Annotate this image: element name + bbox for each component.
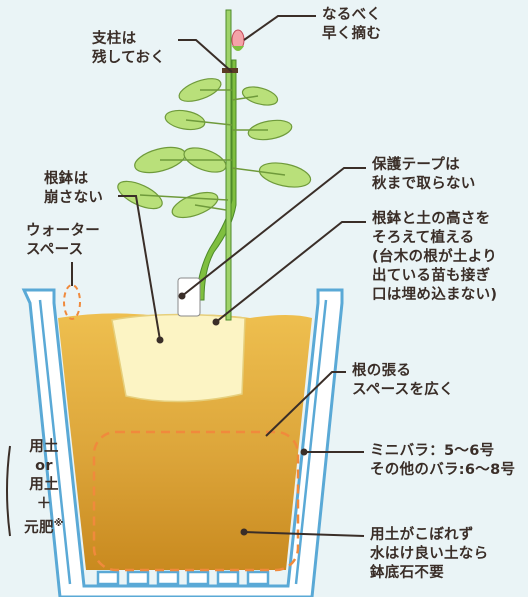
leader-tsubomi bbox=[243, 15, 316, 41]
soil-mix-text: 用土 or 用土 ＋ 元肥 bbox=[24, 439, 59, 536]
root-zone-dashed bbox=[92, 430, 300, 572]
leaves bbox=[117, 78, 312, 219]
leader-nebachi bbox=[118, 195, 161, 341]
soil bbox=[58, 313, 312, 570]
root-ball bbox=[111, 313, 246, 403]
label-drainage: 用土がこぼれず 水はけ良い土なら 鉢底石不要 bbox=[370, 527, 489, 581]
label-root-space: 根の張る スペースを広く bbox=[352, 363, 454, 398]
pot-drainage-holes bbox=[96, 570, 270, 586]
pot-inner-wall bbox=[38, 299, 328, 585]
pot bbox=[21, 288, 344, 597]
leader-height bbox=[215, 221, 366, 323]
label-height: 根鉢と土の高さを そろえて植える (台木の根が土より 出ている苗も接ぎ 口は埋め… bbox=[372, 211, 498, 303]
label-shichu: 支柱は 残しておく bbox=[92, 31, 166, 66]
soil-mix-bracket bbox=[6, 445, 11, 537]
label-soil-mix: 用土 or 用土 ＋ 元肥※ bbox=[18, 438, 70, 538]
leader-lines bbox=[71, 15, 366, 537]
support-stake bbox=[225, 9, 232, 321]
label-pot-size: ミニバラ：5～6号 その他のバラ:6～8号 bbox=[370, 443, 516, 478]
label-nebachi: 根鉢は 崩さない bbox=[44, 171, 104, 206]
label-water-space: ウォーター スペース bbox=[26, 223, 100, 258]
rose-plant bbox=[117, 9, 312, 321]
leader-root bbox=[265, 371, 346, 437]
leader-drain bbox=[243, 531, 365, 537]
stem bbox=[195, 59, 237, 301]
soil-mix-note: ※ bbox=[53, 518, 64, 529]
leader-tape bbox=[181, 167, 366, 297]
water-space-marker bbox=[63, 284, 81, 320]
label-tape: 保護テープは 秋まで取らない bbox=[372, 157, 476, 192]
leaf-stalks bbox=[139, 89, 286, 211]
leader-shichu bbox=[178, 39, 233, 73]
pot-body bbox=[21, 288, 344, 597]
graft-tape bbox=[177, 277, 201, 317]
label-tsubomi: なるべく 早く摘む bbox=[322, 7, 382, 42]
